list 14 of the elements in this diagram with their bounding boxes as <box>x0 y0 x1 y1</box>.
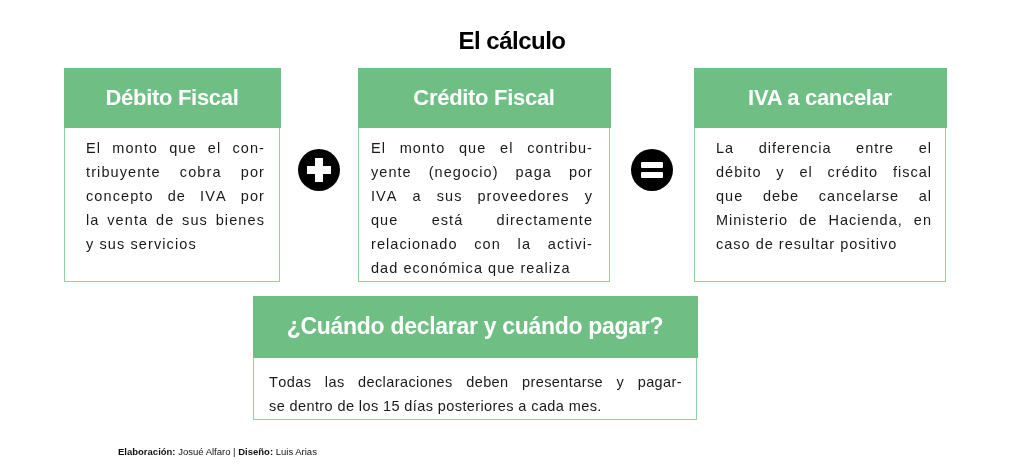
card-heading: ¿Cuándo declarar y cuándo pagar? <box>252 295 698 358</box>
info-card <box>64 68 280 282</box>
info-card <box>358 68 610 282</box>
card-text: El monto que el con- tribuyente cobra por concepto de IVA por la venta de sus bienes y sus servicios <box>85 138 266 254</box>
card-text: El monto que el contribu- yente (negocio) paga por IVA a sus proveedores y que está directamente relacionado con la activi- dad económica que realiza <box>370 138 594 278</box>
card-heading: IVA a cancelar <box>693 67 947 128</box>
card-heading: Crédito Fiscal <box>357 67 611 128</box>
card-text: La diferencia entre el débito y el crédito fiscal que debe cancelarse al Ministerio de Hacienda, en caso de resultar positivo <box>715 138 933 254</box>
info-card <box>253 296 697 420</box>
card-heading: Débito Fiscal <box>63 67 281 128</box>
credits-note: Elaboración: Josué Alfaro | Diseño: Luis Arias <box>118 446 317 457</box>
card-text: Todas las declaraciones deben presentarse y pagar- se dentro de los 15 días posteriores a cada mes. <box>268 372 683 416</box>
info-card <box>694 68 946 282</box>
diagram-title: El cálculo <box>458 27 566 54</box>
